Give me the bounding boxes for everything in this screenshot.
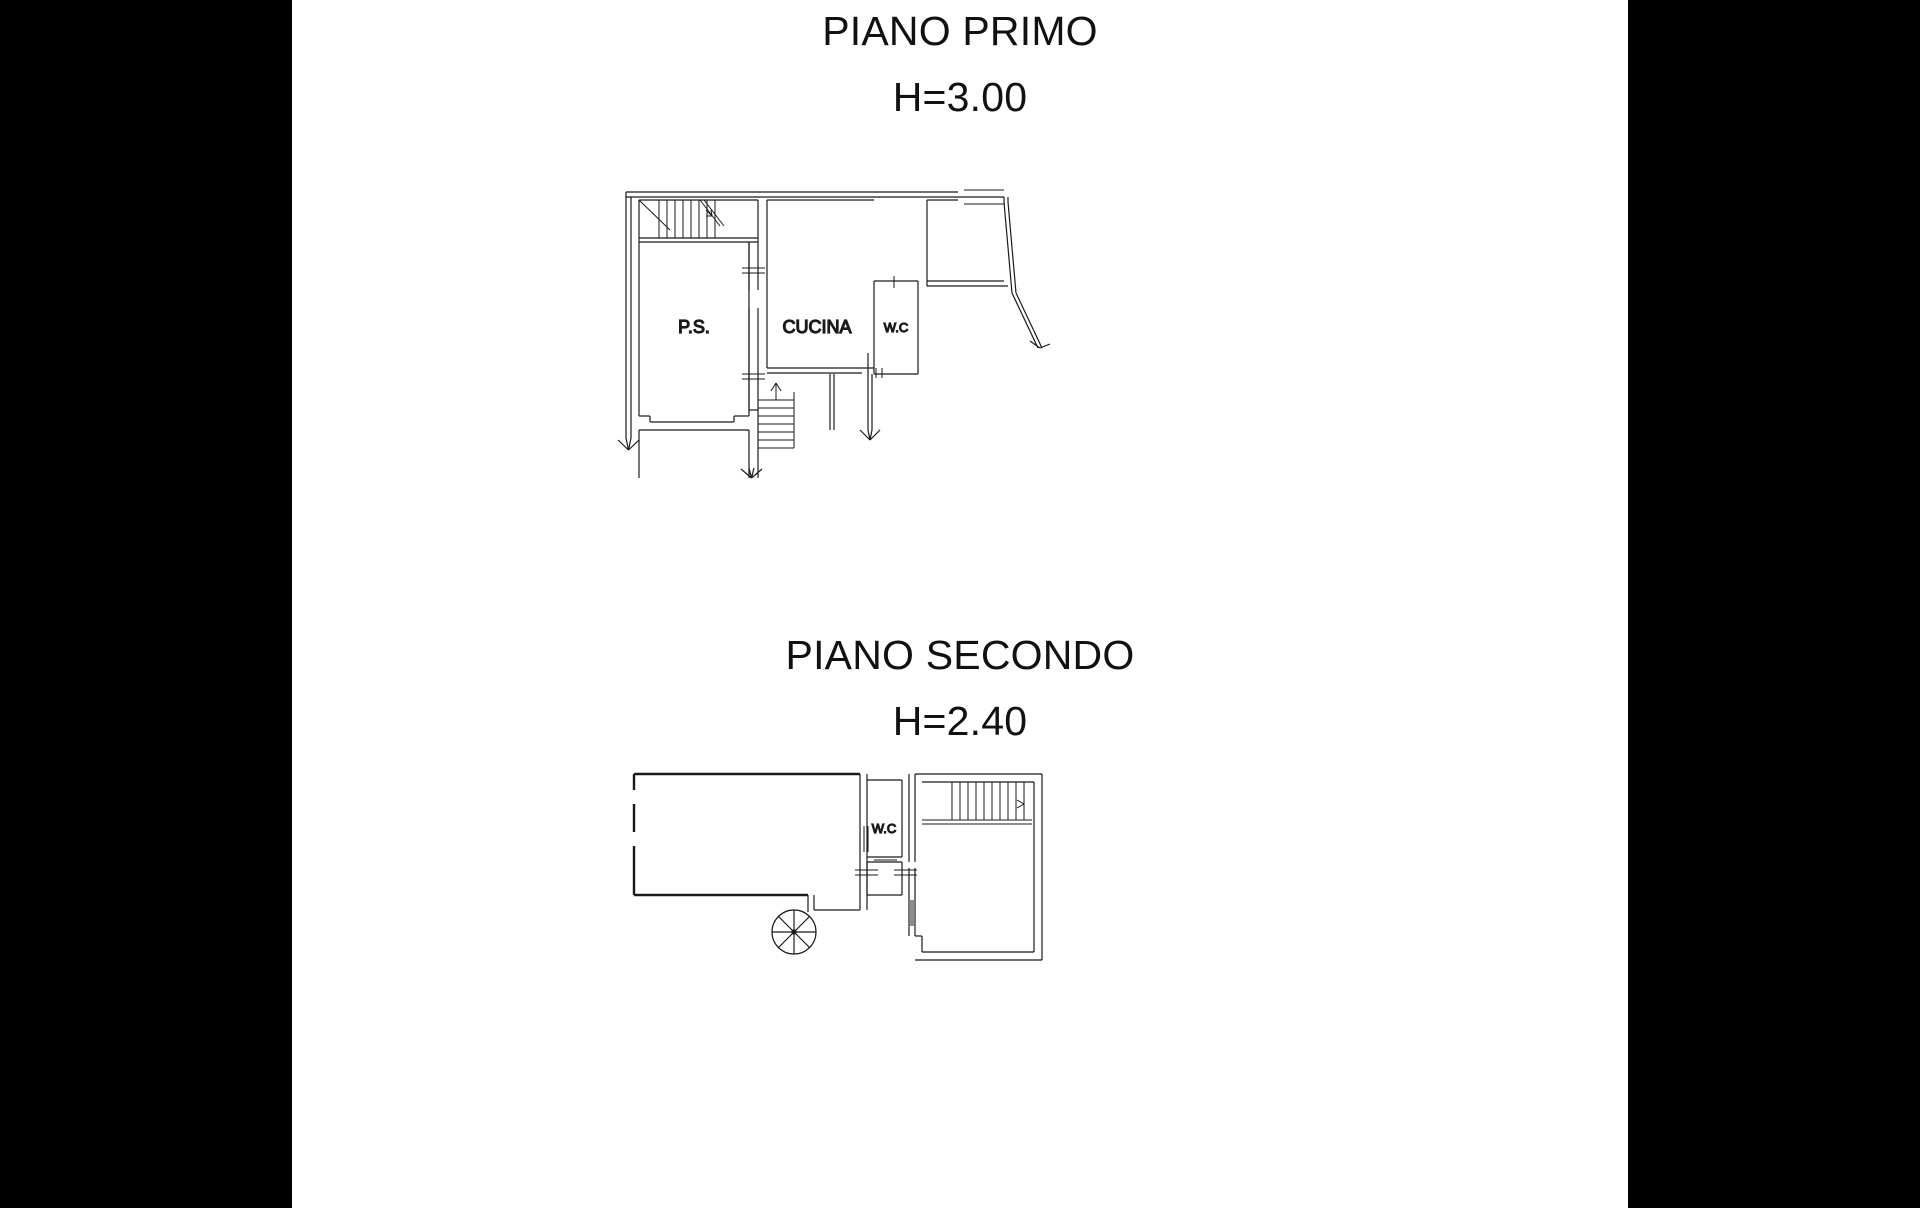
letterbox-bar-left: [0, 0, 292, 1208]
plan-title-first-floor: PIANO PRIMO: [822, 8, 1098, 54]
staircase-upper-left: [638, 199, 725, 238]
room-label-ps: P.S.: [678, 317, 710, 337]
plan-title-block-second-floor: PIANO SECONDO H=2.40: [292, 632, 1628, 744]
direction-arrow-down-left: [617, 437, 640, 451]
floor-plan-drawing-first-floor: P.S. CUCINA: [612, 178, 1072, 479]
plan-height-second-floor: H=2.40: [892, 698, 1028, 744]
first-floor-geometry: P.S. CUCINA: [617, 189, 1051, 479]
room-label-cucina: CUCINA: [782, 317, 851, 337]
wc-door-tick: [875, 276, 895, 378]
room-label-wc-first-floor: W.C: [884, 320, 909, 335]
first-floor-svg: P.S. CUCINA: [617, 189, 1051, 479]
second-floor-svg: W.C: [632, 772, 1043, 961]
window-opening-top-right: [964, 189, 1004, 205]
spiral-stair-circle: [771, 909, 817, 955]
staircase-direction-arrow-down: [740, 467, 763, 479]
plan-title-block-first-floor: PIANO PRIMO H=3.00: [292, 8, 1628, 120]
door-opening-ticks: [742, 267, 765, 380]
door-opening-ticks-second-floor: [855, 869, 917, 876]
direction-arrow-down-center: [859, 374, 881, 441]
second-floor-geometry: W.C: [632, 772, 1043, 961]
staircase-lower-center: [758, 382, 795, 449]
drawing-sheet: PIANO PRIMO H=3.00: [292, 0, 1628, 1208]
plan-title-second-floor: PIANO SECONDO: [785, 632, 1135, 678]
letterbox-bar-right: [1628, 0, 1920, 1208]
staircase-top-right: [922, 782, 1032, 825]
floor-plan-drawing-second-floor: W.C: [612, 760, 1072, 980]
room-label-wc-second-floor: W.C: [872, 821, 897, 836]
window-opening-partition: [910, 900, 914, 926]
large-open-room-left: [632, 772, 860, 897]
wc-door-opening-second-floor: [859, 826, 897, 861]
direction-arrow-down-right: [1029, 340, 1051, 349]
plan-height-first-floor: H=3.00: [892, 74, 1028, 120]
